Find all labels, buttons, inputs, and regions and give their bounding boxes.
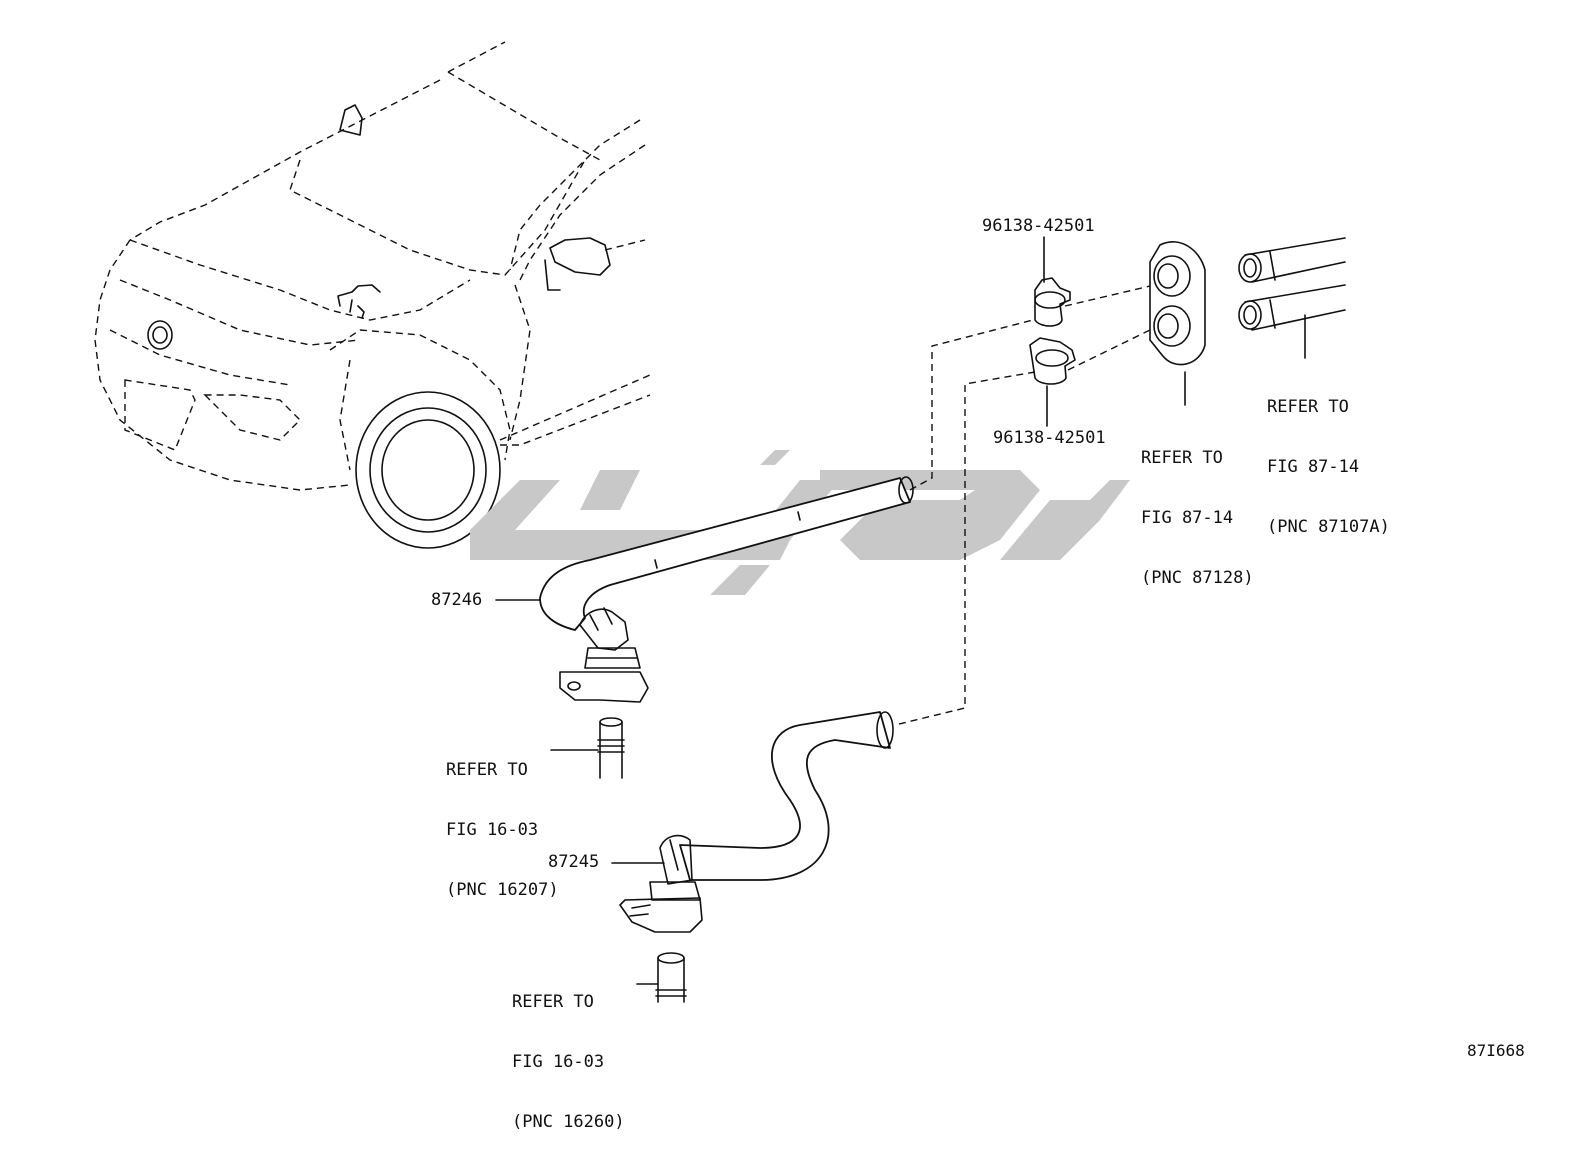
ref-line1: REFER TO (1267, 397, 1349, 417)
clamp-upper[interactable] (1034, 277, 1071, 327)
connection-lines (894, 285, 1151, 726)
ref-line3: (PNC 87107A) (1267, 517, 1390, 537)
ref-upper-pipe[interactable]: REFER TO FIG 16-03 (PNC 16207) (446, 720, 559, 920)
ref-line2: FIG 87-14 (1267, 457, 1360, 477)
ref-line1: REFER TO (512, 992, 594, 1012)
ref-line2: FIG 16-03 (512, 1052, 605, 1072)
pipe-lower (655, 952, 687, 1003)
vehicle-outline (94, 41, 651, 549)
connector-lower (619, 834, 703, 933)
ref-line3: (PNC 16207) (446, 880, 559, 900)
leader-lines (495, 236, 1306, 985)
part-label-clamp-upper[interactable]: 96138-42501 (982, 216, 1095, 236)
ref-line1: REFER TO (446, 760, 528, 780)
heater-pipes (1238, 237, 1346, 331)
figure-code: 87I668 (1467, 1041, 1525, 1060)
ref-heater-pipes[interactable]: REFER TO FIG 87-14 (PNC 87107A) (1267, 357, 1390, 557)
ref-line2: FIG 16-03 (446, 820, 539, 840)
ref-lower-pipe[interactable]: REFER TO FIG 16-03 (PNC 16260) (512, 952, 625, 1152)
grommet[interactable] (1149, 241, 1206, 366)
hose-87246[interactable] (539, 476, 914, 631)
ref-line3: (PNC 16260) (512, 1112, 625, 1132)
hose-87245[interactable] (679, 711, 894, 881)
connector-upper (559, 607, 649, 703)
part-label-hose-87246[interactable]: 87246 (431, 590, 483, 610)
clamp-lower[interactable] (1029, 337, 1076, 385)
ref-line3: (PNC 87128) (1141, 568, 1254, 588)
pipe-upper (597, 717, 625, 779)
part-label-hose-87245[interactable]: 87245 (548, 852, 600, 872)
ref-line2: FIG 87-14 (1141, 508, 1234, 528)
ref-line1: REFER TO (1141, 448, 1223, 468)
parts-diagram (94, 41, 1346, 1003)
part-label-clamp-lower[interactable]: 96138-42501 (993, 428, 1106, 448)
ref-grommet[interactable]: REFER TO FIG 87-14 (PNC 87128) (1141, 408, 1254, 608)
